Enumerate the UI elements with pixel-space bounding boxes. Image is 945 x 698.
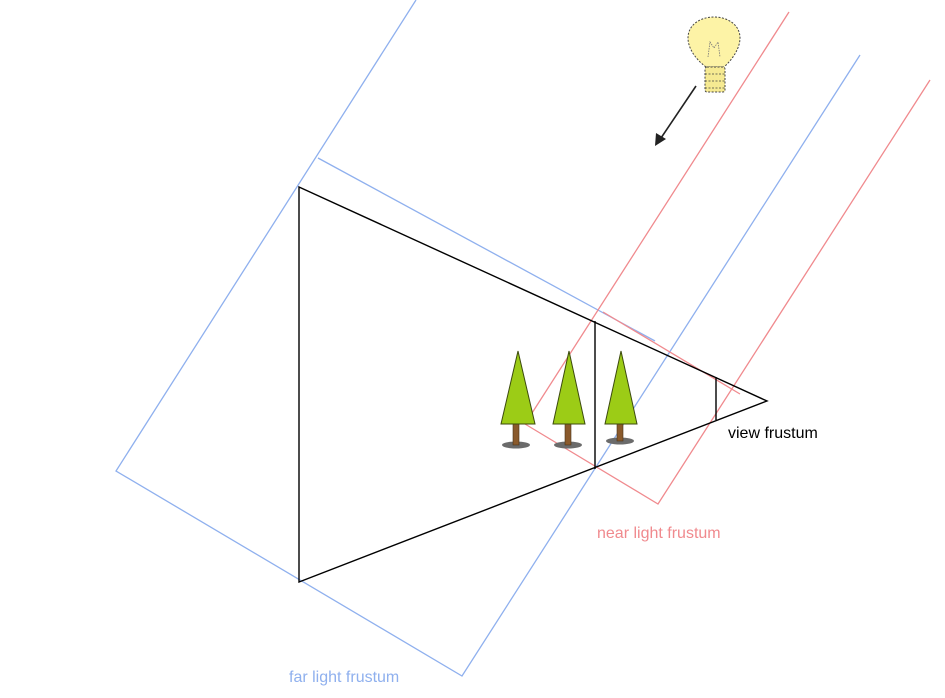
- tree-icon: [500, 350, 536, 425]
- near-light-frustum-outline: [524, 79, 931, 505]
- tree-trunk: [564, 422, 572, 446]
- light-bulb-icon: [687, 16, 741, 93]
- tree-icon: [552, 350, 586, 425]
- far-light-frustum-near-edge: [317, 157, 656, 342]
- tree-icon: [604, 350, 638, 425]
- tree-3: [604, 350, 638, 445]
- tree-2: [552, 350, 586, 449]
- far-light-frustum: [115, 0, 861, 677]
- view-frustum: [298, 185, 769, 584]
- view-frustum-label: view frustum: [728, 425, 818, 442]
- bulb-base: [704, 66, 726, 93]
- far-light-frustum-label: far light frustum: [289, 669, 399, 686]
- near-light-frustum-label: near light frustum: [597, 525, 721, 542]
- tree-trunk: [512, 422, 520, 446]
- far-light-frustum-outline: [115, 0, 861, 677]
- near-light-frustum-box: [602, 311, 741, 395]
- bulb-filament: [707, 40, 721, 58]
- view-frustum-outline: [298, 185, 769, 584]
- light-direction-arrow-icon: [655, 85, 697, 146]
- tree-1: [500, 350, 536, 449]
- bulb-glass: [687, 16, 741, 68]
